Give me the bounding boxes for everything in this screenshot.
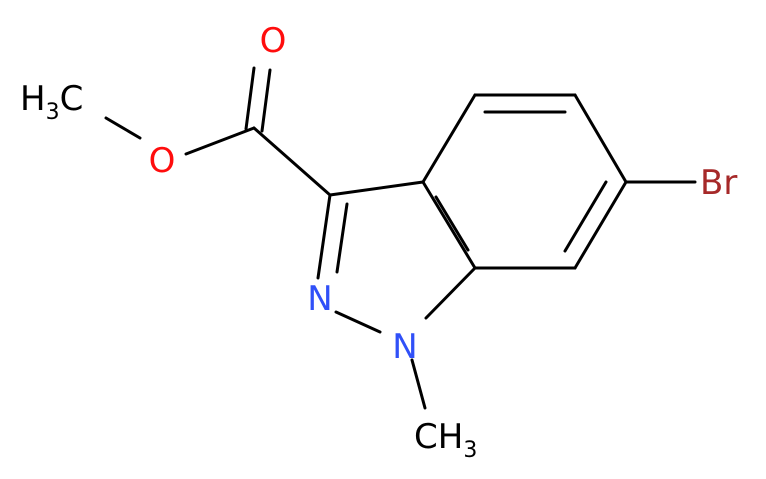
ester-methyl-label: H3C <box>20 79 83 125</box>
atom-labels: O O H3C N N CH3 Br <box>20 21 737 463</box>
bond-methyl-ester-oxygen <box>104 116 142 140</box>
n-methyl-subscript: 3 <box>463 438 477 463</box>
bond-c7a-n1 <box>424 266 477 320</box>
bond-c7a-c3a-inner <box>434 195 470 252</box>
n-methyl-label: CH3 <box>414 417 477 463</box>
bonds <box>104 66 697 410</box>
bond-carbonyl-double-b <box>260 68 272 133</box>
bond-c5-c6 <box>573 93 628 184</box>
bond-c6-c7-inner <box>563 180 608 253</box>
bond-c3-n2-double-b <box>335 202 349 274</box>
bond-carbonyl-double-a <box>244 66 256 131</box>
bond-c7a-c3a <box>421 180 477 270</box>
bond-n2-n1 <box>334 310 382 334</box>
bond-n1-methyl <box>410 358 427 410</box>
n-methyl-c: CH <box>414 417 463 457</box>
bond-c6-c7 <box>573 180 628 270</box>
n1-label: N <box>392 327 417 367</box>
ester-methyl-c: C <box>60 79 84 119</box>
bromine-label: Br <box>700 163 737 203</box>
bond-carbonyl-c3 <box>252 126 332 197</box>
ester-methyl-h: H <box>20 79 46 119</box>
ester-oxygen-label: O <box>149 141 176 181</box>
bond-c3a-c4 <box>421 93 477 184</box>
n2-label: N <box>307 279 332 319</box>
bond-c3-c3a <box>328 180 425 197</box>
bond-ester-oxygen-carbonyl <box>184 126 256 156</box>
ester-methyl-subscript: 3 <box>46 100 60 125</box>
bond-c3-n2-double-a <box>316 193 332 280</box>
carbonyl-oxygen-label: O <box>260 21 287 61</box>
